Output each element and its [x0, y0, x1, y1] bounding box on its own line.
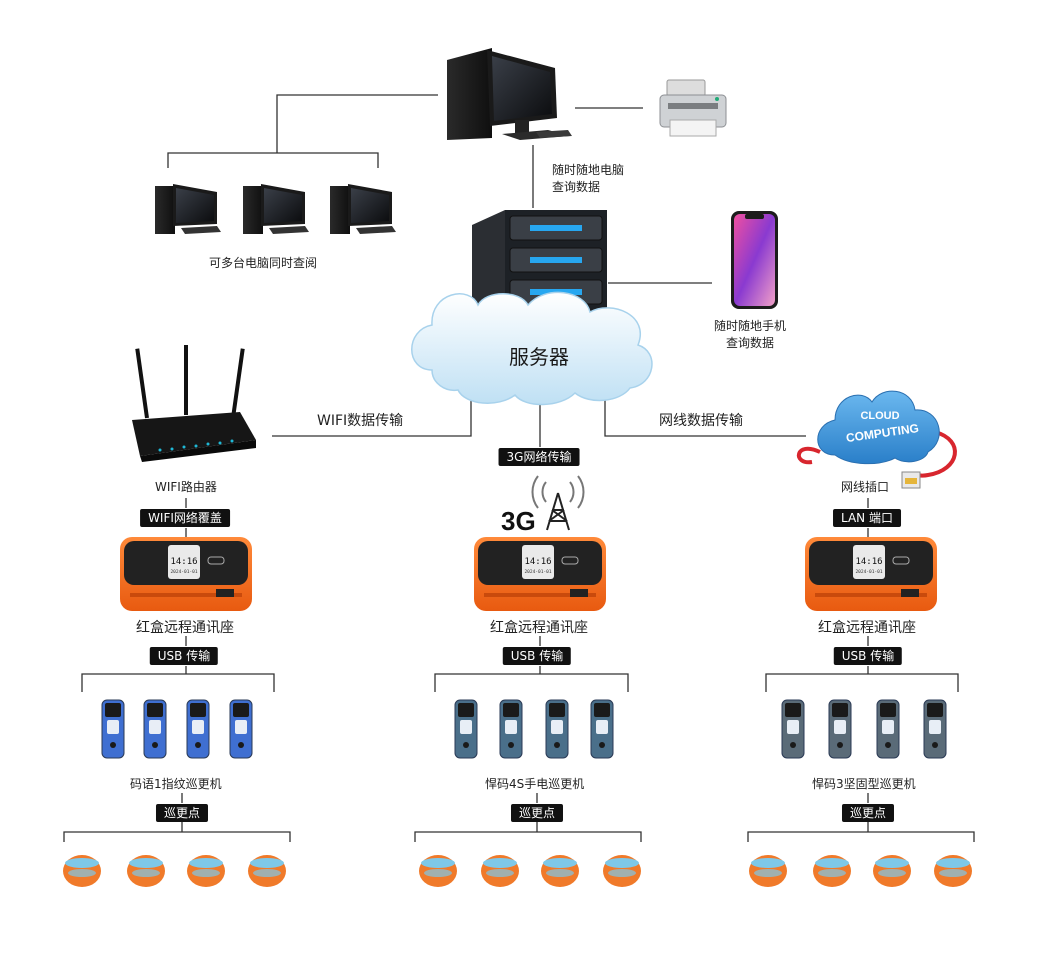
dock-station-3: 14:16 2024-01-01 — [805, 537, 937, 611]
patrol-readers — [101, 699, 947, 759]
phone-query-note: 随时随地手机 查询数据 — [714, 319, 787, 350]
checkpoint-1-4 — [248, 855, 286, 887]
patrol-reader-2-1 — [454, 699, 478, 759]
patrol-reader-2-4 — [590, 699, 614, 759]
patrol-reader-2-2 — [499, 699, 523, 759]
checkpoint-1-1 — [63, 855, 101, 887]
connector-lines — [63, 94, 975, 842]
pill-usb-3: USB 传输 — [833, 647, 903, 665]
wifi-router-label: WIFI路由器 — [155, 480, 217, 494]
pill-wifi-coverage: WIFI网络覆盖 — [140, 509, 230, 527]
checkpoint-3-1 — [749, 855, 787, 887]
small-computer-icons — [155, 184, 396, 234]
cell-tower-icon — [531, 475, 585, 531]
checkpoint-3-3 — [873, 855, 911, 887]
cloud-text-1: CLOUD — [860, 410, 899, 422]
docking-stations: 14:16 2024-01-01 14:16 2024-01-01 14:16 … — [120, 537, 937, 611]
patrol-reader-3-2 — [828, 699, 852, 759]
checkpoint-3-2 — [813, 855, 851, 887]
multi-pc-label: 可多台电脑同时查阅 — [209, 256, 318, 270]
dock-label-2: 红盒远程通讯座 — [490, 620, 588, 636]
checkpoint-2-3 — [541, 855, 579, 887]
lan-transfer-label: 网线数据传输 — [659, 413, 743, 429]
pill-checkpoints-3: 巡更点 — [841, 804, 895, 822]
dock-screen-time: 14:16 — [524, 557, 551, 567]
patrol-reader-3-4 — [923, 699, 947, 759]
reader-label-2: 悍码4S手电巡更机 — [485, 777, 585, 791]
dock-screen-time: 14:16 — [170, 557, 197, 567]
dock-station-2: 14:16 2024-01-01 — [474, 537, 606, 611]
wifi-router-icon — [132, 345, 256, 462]
patrol-reader-2-3 — [545, 699, 569, 759]
patrol-reader-1-2 — [143, 699, 167, 759]
dock-station-1: 14:16 2024-01-01 — [120, 537, 252, 611]
patrol-reader-3-3 — [876, 699, 900, 759]
checkpoint-3-4 — [934, 855, 972, 887]
pill-checkpoints-2: 巡更点 — [510, 804, 564, 822]
dock-label-3: 红盒远程通讯座 — [818, 620, 916, 636]
dock-screen-time: 14:16 — [855, 557, 882, 567]
dock-screen-date: 2024-01-01 — [524, 569, 551, 575]
main-computer-icon — [447, 48, 572, 140]
reader-label-3: 悍码3坚固型巡更机 — [812, 777, 916, 791]
computer-query-note: 随时随地电脑 查询数据 — [552, 163, 625, 194]
patrol-reader-3-1 — [781, 699, 805, 759]
dock-screen-date: 2024-01-01 — [170, 569, 197, 575]
pill-lan-port: LAN 端口 — [833, 509, 901, 527]
patrol-checkpoints — [63, 855, 972, 887]
cloud-computing-icon: CLOUD COMPUTING — [796, 390, 957, 489]
patrol-reader-1-4 — [229, 699, 253, 759]
pill-checkpoints-1: 巡更点 — [155, 804, 209, 822]
label-3g: 3G — [501, 506, 536, 536]
wifi-transfer-label: WIFI数据传输 — [317, 413, 404, 429]
pill-3g-transfer: 3G网络传输 — [498, 448, 580, 466]
lan-port-label: 网线插口 — [841, 480, 890, 494]
reader-label-1: 码语1指纹巡更机 — [130, 777, 222, 791]
checkpoint-2-1 — [419, 855, 457, 887]
checkpoint-1-2 — [127, 855, 165, 887]
server-label: 服务器 — [509, 345, 569, 369]
pill-usb-2: USB 传输 — [502, 647, 572, 665]
checkpoint-2-4 — [603, 855, 641, 887]
checkpoint-1-3 — [187, 855, 225, 887]
checkpoint-2-2 — [481, 855, 519, 887]
dock-screen-date: 2024-01-01 — [855, 569, 882, 575]
patrol-reader-1-1 — [101, 699, 125, 759]
pill-usb-1: USB 传输 — [149, 647, 219, 665]
server-cloud — [411, 291, 653, 406]
printer-icon — [659, 79, 727, 137]
patrol-reader-1-3 — [186, 699, 210, 759]
smartphone-icon — [731, 211, 778, 309]
dock-label-1: 红盒远程通讯座 — [136, 620, 234, 636]
